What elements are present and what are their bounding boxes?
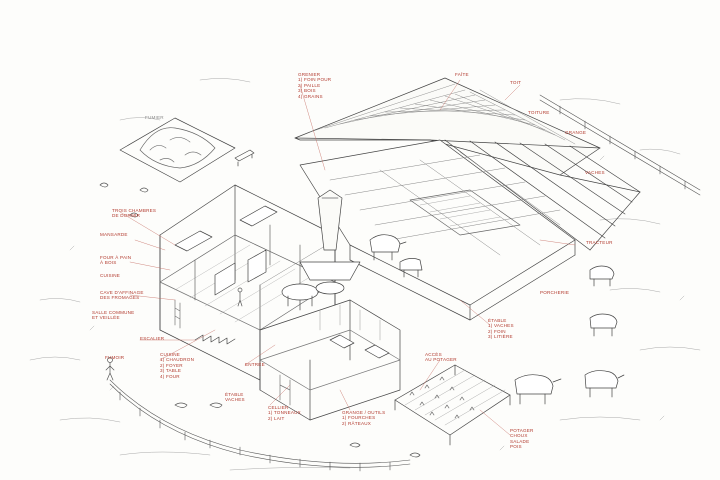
cows-field [514, 265, 625, 405]
label-escalier: ESCALIER [140, 336, 165, 341]
label-vaches: VACHES [585, 170, 605, 175]
label-three-rooms: TROIS CHAMBRES DE DORMIR [112, 208, 157, 219]
small-animals [99, 182, 421, 458]
manure-pile [119, 117, 255, 183]
label-grange-top: GRANGE [565, 130, 587, 135]
label-fumier: FUMIER [145, 115, 164, 120]
label-stable-list: ÉTABLE 1) VACHES 2) FOIN 3) LITIÈRE [488, 318, 514, 340]
fence-lower [109, 379, 411, 472]
chimney [299, 189, 361, 295]
label-potager: POTAGER CHOUX SALADE POIS [510, 428, 534, 450]
leader-lines [119, 79, 576, 436]
label-attic: GRENIER 1) FOIN POUR 2) PAILLE 3) BOIS 4… [298, 72, 332, 99]
label-tracteur: TRACTEUR [586, 240, 613, 245]
fence-upper [539, 94, 701, 196]
label-cuisine-list: CUISINE 1) CHAUDRON 2) FOYER 3) TABLE 4)… [160, 352, 195, 379]
label-porcherie: PORCHERIE [540, 290, 570, 295]
label-salle: SALLE COMMUNE ET VEILLÉE [92, 310, 135, 321]
label-toit: TOIT [510, 80, 522, 85]
roof [294, 77, 601, 176]
vegetable-garden [394, 364, 511, 446]
label-fumoir: FUMOIR [105, 355, 125, 360]
label-mansarde: MANSARDE [100, 232, 128, 237]
label-etable: ÉTABLE VACHES [225, 392, 245, 403]
label-four: FOUR À PAIN À BOIS [100, 255, 132, 266]
label-potager-access: ACCÈS AU POTAGER [425, 352, 457, 363]
figures [105, 287, 243, 381]
label-cuisine: CUISINE [100, 273, 121, 278]
label-cellier: CELLIER 1) TONNEAUX 2) LAIT [268, 405, 301, 421]
ground-texture [29, 78, 701, 471]
lower-wing [259, 299, 401, 421]
label-cave: CAVE D'AFFINAGE DES FROMAGES [100, 290, 144, 301]
label-grange-outils: GRANGE / OUTILS 1) FOURCHES 2) RÂTEAUX [342, 410, 386, 426]
label-toiture: TOITURE [528, 110, 550, 115]
roof-trusses [429, 139, 641, 251]
label-faite: FAÎTE [455, 72, 469, 77]
label-entree: ENTRÉE [245, 362, 265, 367]
barn [299, 139, 576, 321]
